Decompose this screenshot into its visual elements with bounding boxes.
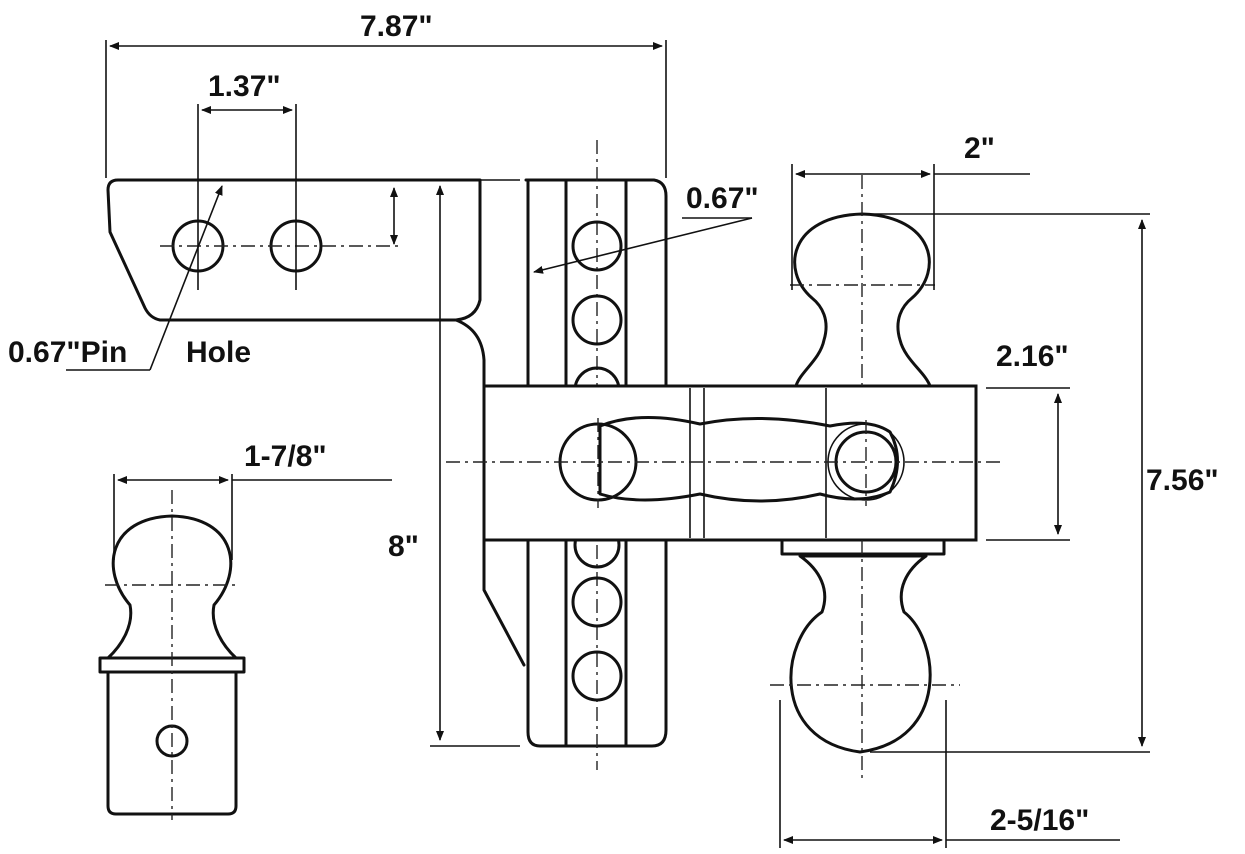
- small-ball-part: [98, 490, 246, 820]
- top-ball-diameter-label: 2": [964, 132, 995, 165]
- ball-spacing-label: 2.16": [996, 340, 1069, 373]
- small-ball-diameter-label: 1-7/8": [244, 440, 327, 473]
- shank-height-label: 8": [388, 530, 419, 563]
- receiver-shank: [106, 178, 526, 667]
- total-drop-label: 7.56": [1146, 464, 1219, 497]
- ball-mount-block: [446, 384, 1000, 542]
- dimension-lines: [66, 40, 1150, 848]
- shank-pin-holes: [160, 219, 400, 273]
- hole-spacing-label: 1.37": [208, 70, 281, 103]
- bottom-ball-diameter-label: 2-5/16": [990, 804, 1089, 837]
- bottom-ball: [770, 538, 960, 780]
- overall-length-label: 7.87": [360, 10, 433, 43]
- pin-hole-size-label: 0.67"Pin: [8, 336, 127, 369]
- pin-hole-word-label: Hole: [186, 336, 251, 369]
- hole-diameter-label: 0.67": [686, 182, 759, 215]
- top-ball: [790, 175, 935, 388]
